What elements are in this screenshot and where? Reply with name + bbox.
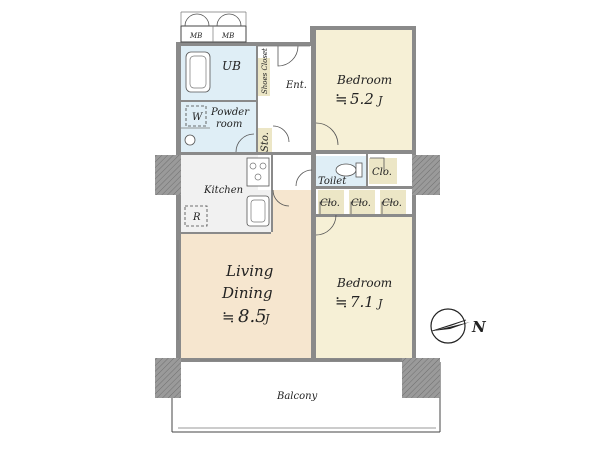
living-size: ≒ 8.5 J xyxy=(222,306,270,327)
balcony-area xyxy=(178,362,436,432)
svg-text:N: N xyxy=(471,318,487,336)
toilet-label: Toilet xyxy=(318,176,347,187)
closet-floor-1 xyxy=(369,158,397,184)
svg-text:7.1: 7.1 xyxy=(350,293,374,311)
living-label-line2: Dining xyxy=(221,284,273,302)
bedroom-bottom-size: ≒ 7.1 J xyxy=(335,293,383,311)
entrance-label: Ent. xyxy=(285,80,307,91)
bedroom-bottom-label: Bedroom xyxy=(336,276,392,290)
fridge-symbol: R xyxy=(192,212,201,223)
powder-room-label-line1: Powder xyxy=(210,107,250,118)
svg-text:J: J xyxy=(376,297,383,310)
svg-text:≒: ≒ xyxy=(335,90,348,108)
closet-label-2: Clo. xyxy=(320,198,340,209)
svg-text:J: J xyxy=(263,312,270,325)
north-arrow-icon: N xyxy=(430,308,487,344)
bedroom-top-label: Bedroom xyxy=(336,73,392,87)
svg-text:8.5: 8.5 xyxy=(238,306,267,327)
storage-label: Sto. xyxy=(260,132,271,152)
washer-symbol: W xyxy=(192,112,203,123)
meter-box-label-2: MB xyxy=(221,32,234,40)
closet-label-1: Clo. xyxy=(372,167,392,178)
svg-text:≒: ≒ xyxy=(335,293,348,311)
closet-label-4: Clo. xyxy=(382,198,402,209)
ub-label: UB xyxy=(222,59,241,73)
living-label-line1: Living xyxy=(225,262,273,280)
shoes-closet-label: Shoes Closet xyxy=(261,48,269,94)
closet-label-3: Clo. xyxy=(351,198,371,209)
svg-text:5.2: 5.2 xyxy=(350,90,374,108)
kitchen-label: Kitchen xyxy=(203,185,243,196)
balcony-label: Balcony xyxy=(276,391,318,402)
bedroom-top-size: ≒ 5.2 J xyxy=(335,90,383,108)
svg-text:J: J xyxy=(376,94,383,107)
svg-text:≒: ≒ xyxy=(222,308,235,326)
storage-floor xyxy=(258,128,272,154)
meter-box-label-1: MB xyxy=(189,32,202,40)
shoes-closet-floor xyxy=(258,58,270,96)
bedroom-bottom-floor xyxy=(316,215,412,358)
powder-room-label-line2: room xyxy=(216,119,242,130)
